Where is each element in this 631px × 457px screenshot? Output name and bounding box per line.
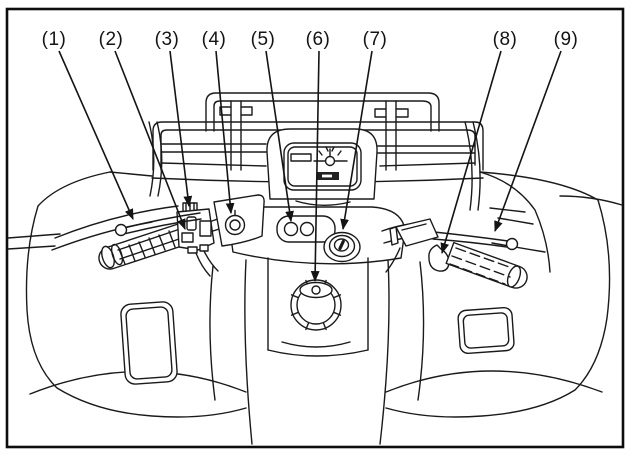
callout-labels: (1) (2) (3) (4) (5) (6) (7) (8) (9) bbox=[42, 29, 579, 50]
rear-brake-lever bbox=[114, 212, 202, 237]
instrument-cluster bbox=[266, 128, 378, 206]
leader-line-6 bbox=[310, 50, 320, 283]
callout-label-1: (1) bbox=[42, 29, 67, 50]
callout-label-2: (2) bbox=[99, 29, 124, 50]
leader-line-5 bbox=[265, 50, 294, 223]
callout-label-7: (7) bbox=[363, 29, 388, 50]
leader-line-3 bbox=[169, 50, 193, 208]
callout-label-6: (6) bbox=[306, 29, 331, 50]
leader-line-2 bbox=[114, 50, 186, 231]
leader-line-7 bbox=[340, 50, 373, 231]
right-handlebar-controls bbox=[381, 218, 546, 289]
fuel-tank-area bbox=[267, 257, 369, 357]
center-console bbox=[231, 206, 406, 265]
ignition-switch bbox=[323, 231, 361, 263]
right-rack-strut bbox=[464, 121, 481, 211]
right-fender bbox=[385, 171, 623, 418]
fuel-tank-cap bbox=[290, 279, 342, 331]
brake-lever-perch bbox=[385, 218, 439, 273]
right-grip bbox=[445, 241, 528, 289]
callout-label-5: (5) bbox=[251, 29, 276, 50]
left-rack-strut bbox=[148, 121, 163, 197]
leader-line-1 bbox=[58, 50, 134, 221]
leader-line-8 bbox=[440, 50, 502, 255]
control-wires bbox=[195, 250, 219, 277]
leader-lines bbox=[58, 50, 562, 283]
callout-label-8: (8) bbox=[493, 29, 518, 50]
front-brake-lever bbox=[432, 231, 519, 251]
leader-line-9 bbox=[494, 50, 562, 233]
callout-label-9: (9) bbox=[554, 29, 579, 50]
choke-panel bbox=[213, 194, 265, 247]
left-fender-vent bbox=[120, 301, 178, 385]
center-body-lines bbox=[244, 259, 390, 445]
callout-label-4: (4) bbox=[202, 29, 227, 50]
left-grip bbox=[98, 221, 191, 270]
gauge-glyph bbox=[290, 146, 348, 180]
brake-cable bbox=[385, 247, 401, 273]
indicator-lights bbox=[276, 215, 336, 243]
callout-label-3: (3) bbox=[155, 29, 180, 50]
choke-knob bbox=[224, 209, 246, 236]
leader-line-4 bbox=[215, 50, 235, 215]
right-fender-vent bbox=[457, 307, 515, 354]
